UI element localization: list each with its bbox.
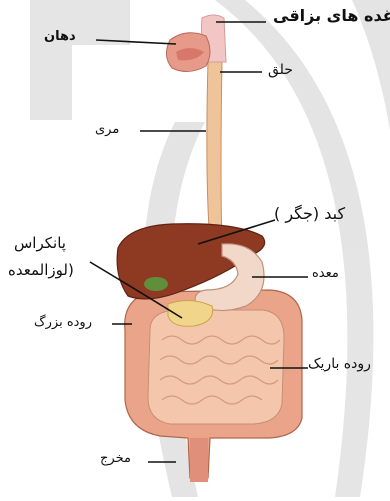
- label-pancreas-line2: (لوزالمعده: [8, 262, 74, 279]
- label-small-intestine: روده باریک: [308, 356, 371, 372]
- small-intestine-shape: [148, 310, 284, 424]
- label-anus: مخرج: [100, 452, 131, 467]
- label-esophagus: مری: [95, 123, 119, 138]
- label-pharynx: حلق: [268, 62, 293, 78]
- label-pancreas-line1: پانکراس: [14, 235, 66, 252]
- esophagus-shape: [207, 60, 222, 242]
- label-large-intestine: روده بزرگ: [34, 316, 92, 331]
- label-liver: کبد (جگر ): [274, 205, 345, 223]
- label-mouth: دهان: [44, 30, 76, 45]
- rectum-shape: [190, 438, 208, 482]
- gallbladder-shape: [144, 277, 168, 291]
- label-salivary-glands: غده های بزاقی: [273, 7, 390, 25]
- label-stomach: معده: [312, 267, 339, 282]
